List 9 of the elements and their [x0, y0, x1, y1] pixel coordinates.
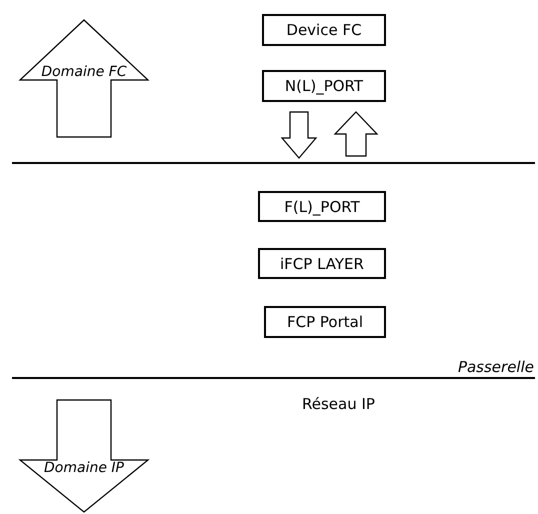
domain-label: Domaine FC [40, 64, 128, 80]
component-box: iFCP LAYER [258, 248, 386, 279]
component-box: F(L)_PORT [258, 191, 386, 222]
zone-label: Passerelle [458, 358, 534, 376]
network-label: Réseau IP [302, 395, 375, 413]
component-box: N(L)_PORT [262, 70, 386, 102]
component-box: Device FC [262, 14, 386, 46]
component-box: FCP Portal [264, 306, 386, 338]
domain-label: Domaine IP [43, 460, 125, 476]
